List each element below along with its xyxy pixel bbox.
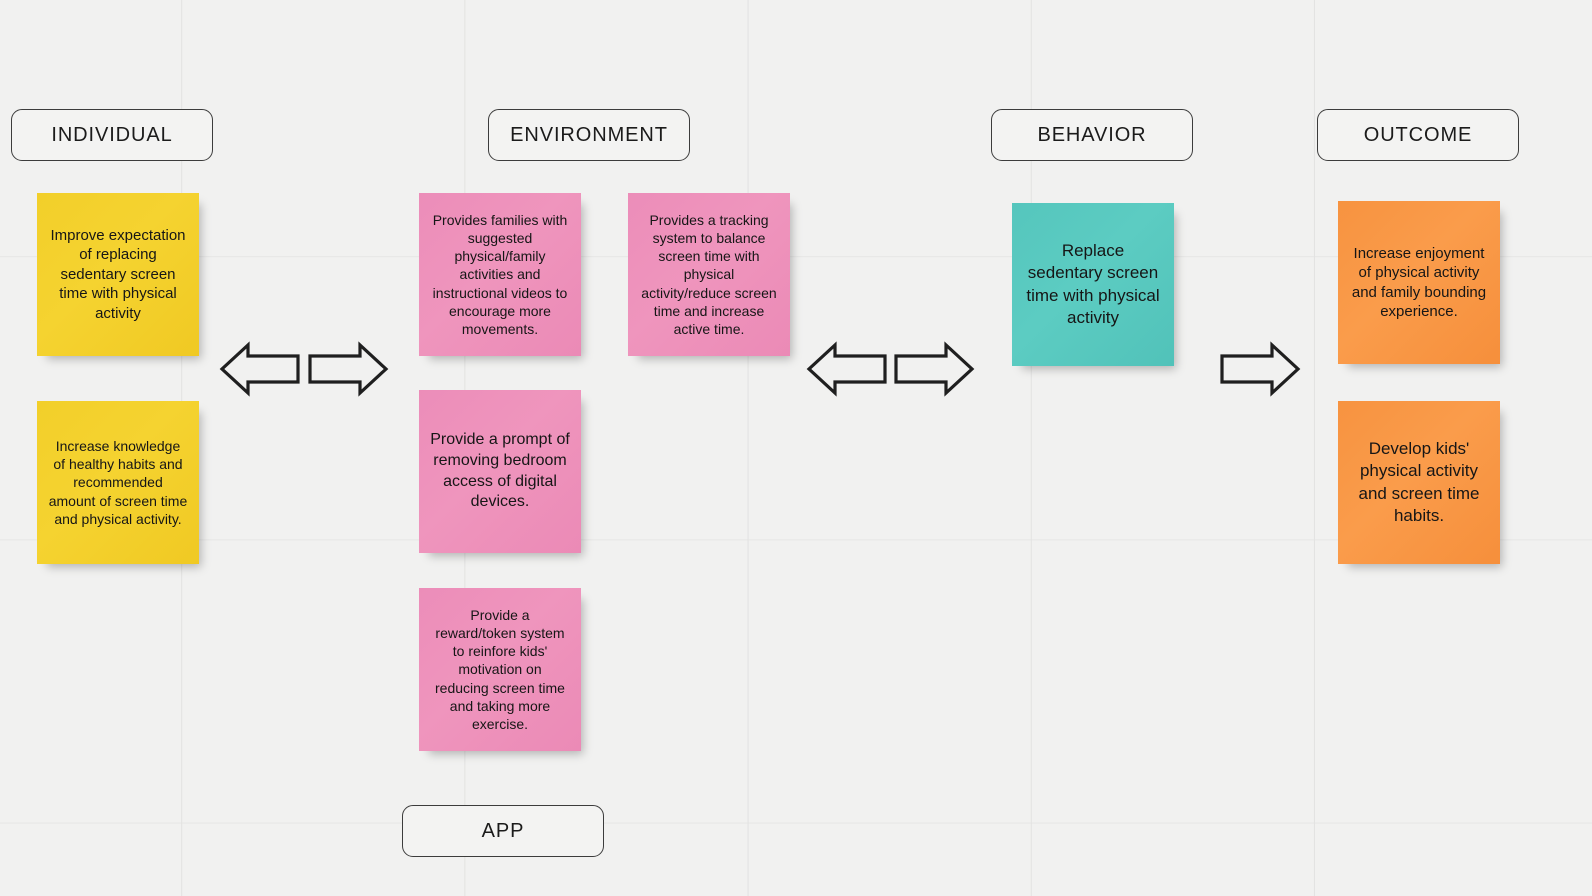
sticky-note-individual-2[interactable]: Increase knowledge of healthy habits and… [37, 401, 199, 564]
sticky-note-behavior-1[interactable]: Replace sedentary screen time with physi… [1012, 203, 1174, 366]
arrow-left-icon-environment-behavior[interactable] [806, 341, 887, 397]
column-header-behavior[interactable]: BEHAVIOR [991, 109, 1193, 161]
app-label-text: APP [481, 819, 525, 842]
column-header-outcome[interactable]: OUTCOME [1317, 109, 1519, 161]
arrow-right-icon-environment-behavior[interactable] [894, 341, 975, 397]
sticky-note-outcome-2[interactable]: Develop kids' physical activity and scre… [1338, 401, 1500, 564]
sticky-note-individual-1[interactable]: Improve expectation of replacing sedenta… [37, 193, 199, 356]
sticky-note-text: Develop kids' physical activity and scre… [1358, 439, 1480, 525]
sticky-note-text: Provides families with suggested physica… [432, 211, 568, 337]
column-header-behavior-label: BEHAVIOR [1037, 123, 1147, 146]
app-label-pill[interactable]: APP [402, 805, 604, 857]
column-header-individual-label: INDIVIDUAL [51, 123, 173, 146]
sticky-note-text: Provides a tracking system to balance sc… [641, 211, 777, 337]
sticky-note-text: Increase knowledge of healthy habits and… [48, 438, 188, 527]
column-header-environment-label: ENVIRONMENT [510, 123, 668, 146]
sticky-note-environment-1[interactable]: Provides families with suggested physica… [419, 193, 581, 356]
sticky-note-environment-4[interactable]: Provide a reward/token system to reinfor… [419, 588, 581, 751]
sticky-note-text: Increase enjoyment of physical activity … [1351, 244, 1487, 321]
arrow-right-icon-individual-environment[interactable] [308, 341, 389, 397]
sticky-note-text: Replace sedentary screen time with physi… [1026, 241, 1160, 327]
sticky-note-outcome-1[interactable]: Increase enjoyment of physical activity … [1338, 201, 1500, 364]
sticky-note-environment-3[interactable]: Provide a prompt of removing bedroom acc… [419, 390, 581, 553]
sticky-note-environment-2[interactable]: Provides a tracking system to balance sc… [628, 193, 790, 356]
arrow-left-icon-individual-environment[interactable] [219, 341, 300, 397]
sticky-note-text: Provide a reward/token system to reinfor… [435, 606, 565, 732]
sticky-note-text: Improve expectation of replacing sedenta… [50, 226, 186, 322]
arrow-right-icon-behavior-outcome[interactable] [1220, 341, 1301, 397]
sticky-note-text: Provide a prompt of removing bedroom acc… [430, 430, 570, 511]
column-header-outcome-label: OUTCOME [1363, 123, 1473, 146]
column-header-individual[interactable]: INDIVIDUAL [11, 109, 213, 161]
column-header-environment[interactable]: ENVIRONMENT [488, 109, 690, 161]
